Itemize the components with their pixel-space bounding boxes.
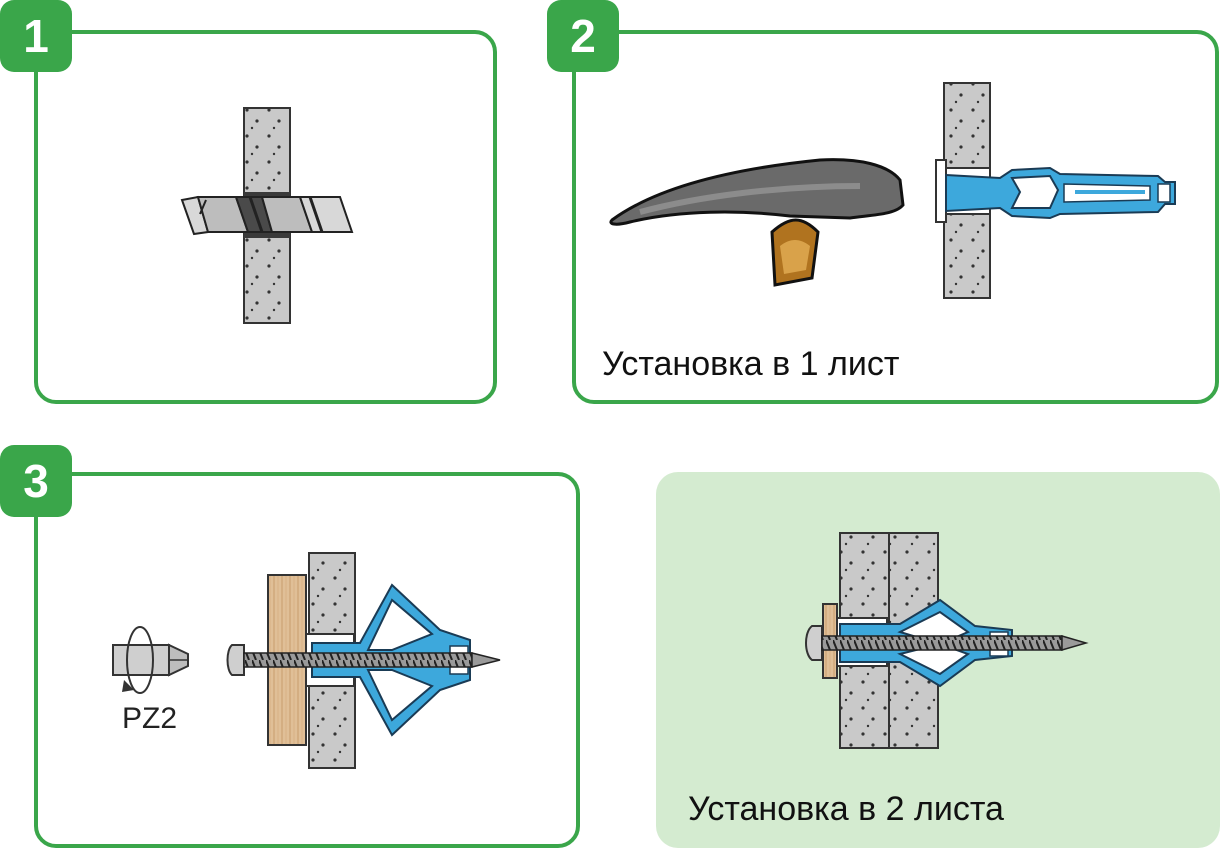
drill-bit-icon bbox=[180, 195, 354, 236]
screwdriver-bit-icon bbox=[112, 643, 189, 677]
hammer-icon bbox=[609, 158, 905, 287]
step-3-badge: 3 bbox=[0, 445, 72, 517]
rotation-arrow-icon bbox=[122, 626, 154, 694]
two-sheet-screw-icon bbox=[805, 625, 1089, 661]
bit-type-label: PZ2 bbox=[122, 702, 178, 735]
step-2-panel bbox=[572, 30, 1219, 404]
two-sheet-caption: Установка в 2 листа bbox=[688, 790, 1004, 828]
drywall-anchor-icon bbox=[935, 159, 1176, 223]
one-sheet-caption: Установка в 1 лист bbox=[602, 345, 900, 383]
step-2-badge: 2 bbox=[547, 0, 619, 72]
screw-icon bbox=[226, 644, 501, 676]
step-1-badge: 1 bbox=[0, 0, 72, 72]
